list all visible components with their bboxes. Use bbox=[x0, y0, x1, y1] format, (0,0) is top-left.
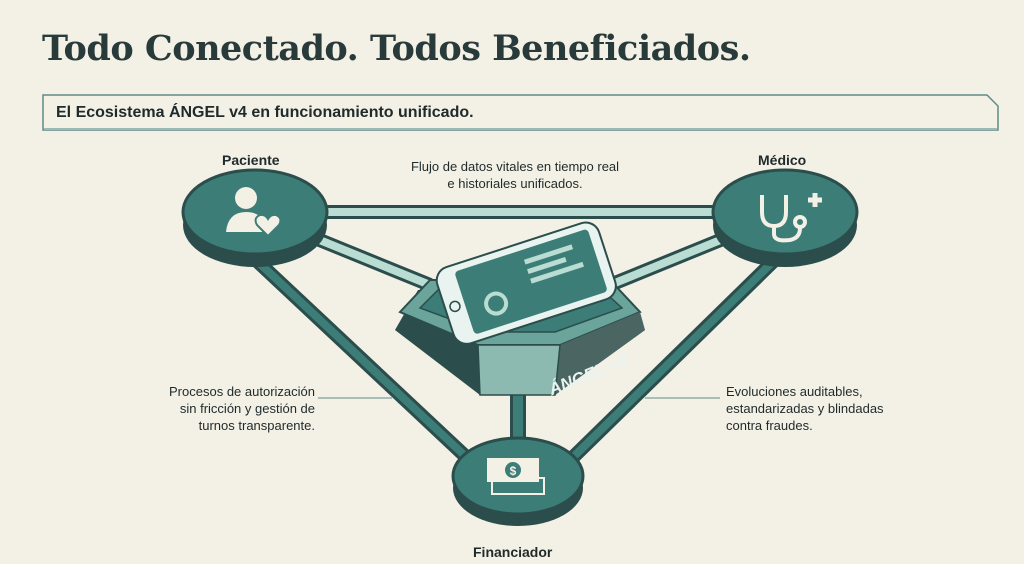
subtitle-banner: El Ecosistema ÁNGEL v4 en funcionamiento… bbox=[42, 94, 999, 131]
left-description-line: turnos transparente. bbox=[198, 418, 315, 433]
doctor-node bbox=[711, 168, 859, 267]
right-description: Evoluciones auditables, estandarizadas y… bbox=[726, 383, 926, 434]
money-icon: $ bbox=[487, 458, 545, 495]
funder-node: $ bbox=[451, 436, 585, 526]
right-description-line: estandarizadas y blindadas bbox=[726, 401, 884, 416]
left-description: Procesos de autorización sin fricción y … bbox=[130, 383, 315, 434]
top-description-line: Flujo de datos vitales en tiempo real bbox=[410, 159, 620, 174]
top-description-line: e historiales unificados. bbox=[447, 176, 583, 191]
funder-label: Financiador bbox=[473, 544, 553, 560]
doctor-label: Médico bbox=[758, 152, 807, 168]
page-title: Todo Conectado. Todos Beneficiados. bbox=[42, 28, 751, 69]
right-description-line: Evoluciones auditables, bbox=[726, 384, 863, 399]
right-description-line: contra fraudes. bbox=[726, 418, 813, 433]
subtitle: El Ecosistema ÁNGEL v4 en funcionamiento… bbox=[56, 104, 474, 121]
svg-text:$: $ bbox=[510, 464, 517, 478]
patient-heart-icon bbox=[226, 187, 282, 238]
left-description-line: Procesos de autorización bbox=[169, 384, 315, 399]
smartphone-icon bbox=[435, 221, 617, 345]
patient-node bbox=[181, 168, 329, 267]
left-description-line: sin fricción y gestión de bbox=[179, 401, 315, 416]
patient-label: Paciente bbox=[222, 152, 280, 168]
stethoscope-icon bbox=[760, 193, 822, 243]
top-description: Flujo de datos vitales en tiempo real e … bbox=[400, 158, 630, 192]
banner-frame bbox=[42, 94, 999, 131]
